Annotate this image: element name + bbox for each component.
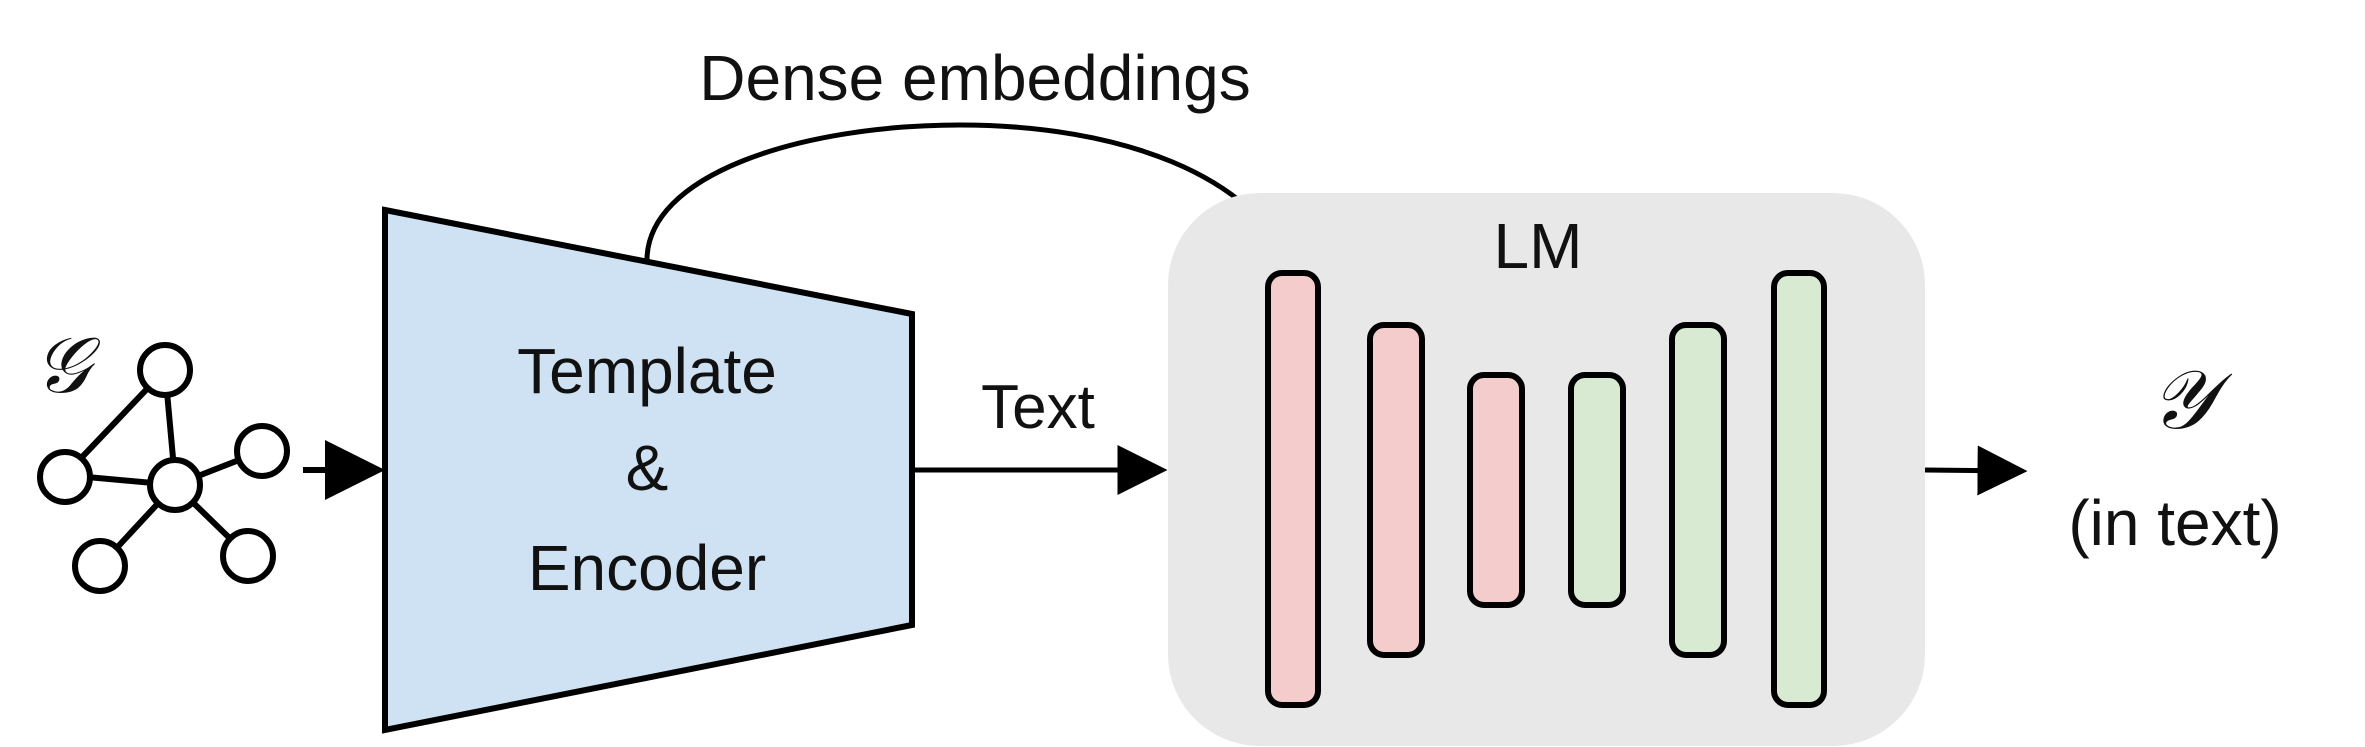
dense-embeddings-arrow <box>644 122 1300 277</box>
graph-nodes <box>37 342 290 594</box>
encoder-label-line2: & <box>626 432 669 504</box>
output-symbol: 𝒴 <box>2150 353 2233 448</box>
lm-layer-green <box>1568 372 1626 608</box>
lm-layer-pink <box>1265 270 1321 708</box>
encoder-label-line3: Encoder <box>528 532 766 604</box>
graph-node <box>147 457 203 513</box>
lm-layer-green <box>1771 270 1827 708</box>
lm-layer-pink <box>1467 372 1525 608</box>
lm-layer-green <box>1669 322 1727 658</box>
graph-node <box>234 423 290 479</box>
graph-node <box>37 449 93 505</box>
encoder-label-line1: Template <box>517 335 777 407</box>
encoder-trapezoid <box>382 206 915 734</box>
text-arrow-label: Text <box>981 373 1095 442</box>
output-caption: (in text) <box>2068 487 2281 559</box>
lm-title: LM <box>1494 210 1583 282</box>
lm-layers <box>1265 270 1827 708</box>
input-graph: 𝒢 <box>34 321 290 594</box>
graph-symbol: 𝒢 <box>34 321 101 411</box>
lm-block: LM <box>1168 193 1925 746</box>
output: 𝒴 (in text) <box>2068 353 2281 559</box>
graph-node <box>137 342 193 398</box>
encoder-block: Template & Encoder <box>382 206 915 734</box>
lm-layer-pink <box>1367 322 1425 658</box>
graph-node <box>72 538 128 594</box>
lm-to-output-arrow <box>1924 445 2028 496</box>
dense-embeddings-label: Dense embeddings <box>699 42 1250 114</box>
lm-background <box>1168 193 1925 746</box>
graph-node <box>220 528 276 584</box>
